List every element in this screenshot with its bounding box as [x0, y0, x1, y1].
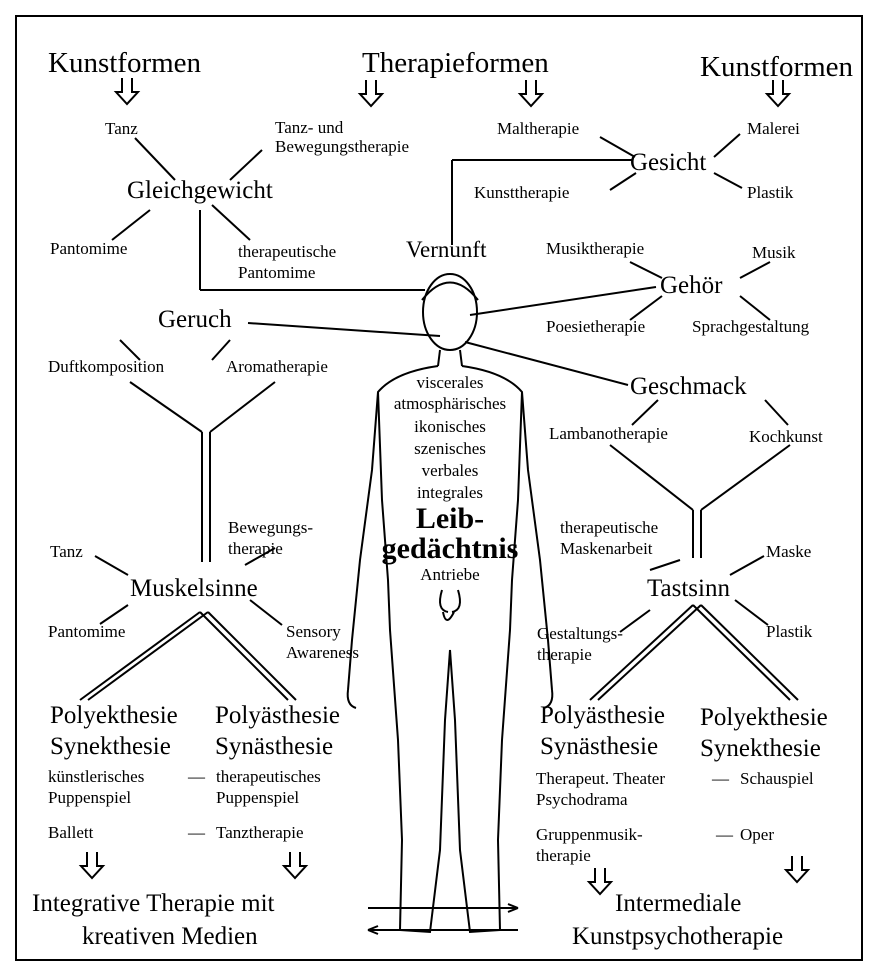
node-tastsinn: Tastsinn [647, 576, 730, 602]
br-theater: Therapeut. Theater [536, 770, 665, 788]
bl-tanztherapie: Tanztherapie [216, 824, 304, 842]
bl-polyaesthesie: Polyästhesie [215, 703, 340, 729]
arrow-down-icon [767, 80, 789, 106]
label-tanz-muscle: Tanz [50, 543, 83, 561]
header-kunstformen-right: Kunstformen [700, 52, 853, 82]
label-sensory: Sensory [286, 623, 341, 641]
label-kochkunst: Kochkunst [749, 428, 823, 446]
label-maske: Maske [766, 543, 811, 561]
node-geschmack: Geschmack [630, 374, 747, 400]
br-final-1: Intermediale [615, 891, 741, 917]
arrow-down-icon [360, 80, 382, 106]
label-duftkomposition: Duftkomposition [48, 358, 164, 376]
header-kunstformen-left: Kunstformen [48, 48, 201, 78]
br-gruppenmusik-therapie: therapie [536, 847, 591, 865]
label-bewegungstherapie: Bewegungstherapie [275, 138, 409, 156]
label-tanz: Tanz [105, 120, 138, 138]
label-maskenarbeit: Maskenarbeit [560, 540, 653, 558]
node-gesicht: Gesicht [630, 150, 706, 176]
node-gehoer: Gehör [660, 273, 722, 299]
arrow-down-icon [520, 80, 542, 106]
label-therapeutische: therapeutische [238, 243, 336, 261]
br-polyekthesie: Polyekthesie [700, 705, 828, 731]
bl-final-2: kreativen Medien [82, 924, 258, 950]
arrow-down-icon [786, 856, 808, 882]
body-verbales: verbales [380, 462, 520, 480]
label-bewegungs-therapie: therapie [228, 540, 283, 558]
bl-polyekthesie: Polyekthesie [50, 703, 178, 729]
body-leib: Leib- [380, 503, 520, 535]
label-awareness: Awareness [286, 644, 359, 662]
label-kunsttherapie: Kunsttherapie [474, 184, 569, 202]
label-musiktherapie: Musiktherapie [546, 240, 644, 258]
node-gleichgewicht: Gleichgewicht [127, 178, 273, 204]
label-malerei: Malerei [747, 120, 800, 138]
label-sprachgestaltung: Sprachgestaltung [692, 318, 809, 336]
body-integrales: integrales [380, 484, 520, 502]
label-therapeutische-pantomime: Pantomime [238, 264, 315, 282]
header-therapieformen: Therapieformen [362, 48, 549, 78]
bl-synaesthesie: Synästhesie [215, 734, 333, 760]
label-lambanotherapie: Lambanotherapie [549, 425, 668, 443]
label-therapeutische-masken: therapeutische [560, 519, 658, 537]
body-viscerales: viscerales [380, 374, 520, 392]
label-pantomime-muscle: Pantomime [48, 623, 125, 641]
label-tanz-und: Tanz- und [275, 119, 343, 137]
node-vernunft: Vernunft [406, 238, 486, 262]
label-poesietherapie: Poesietherapie [546, 318, 645, 336]
br-synaesthesie: Synästhesie [540, 734, 658, 760]
bl-puppenspiel-1: Puppenspiel [48, 789, 131, 807]
bl-final-1: Integrative Therapie mit [32, 891, 275, 917]
bl-dash-1: — [188, 768, 205, 786]
body-antriebe: Antriebe [380, 566, 520, 584]
bl-dash-2: — [188, 824, 205, 842]
bl-therapeutisches: therapeutisches [216, 768, 321, 786]
label-bewegungs: Bewegungs- [228, 519, 313, 537]
label-plastik-bottom: Plastik [766, 623, 812, 641]
body-gedaechtnis: gedächtnis [370, 533, 530, 565]
bl-ballett: Ballett [48, 824, 93, 842]
label-aromatherapie: Aromatherapie [226, 358, 328, 376]
body-ikonisches: ikonisches [380, 418, 520, 436]
arrow-down-icon [81, 852, 103, 878]
br-final-2: Kunstpsychotherapie [572, 924, 783, 950]
br-dash-2: — [716, 826, 733, 844]
br-gruppenmusik: Gruppenmusik- [536, 826, 643, 844]
body-atmosphaerisches: atmosphärisches [370, 395, 530, 413]
node-geruch: Geruch [158, 307, 232, 333]
bl-kuenstlerisches: künstlerisches [48, 768, 144, 786]
arrow-down-icon [116, 78, 138, 104]
bl-synekthesie: Synekthesie [50, 734, 171, 760]
node-muskelsinne: Muskelsinne [130, 576, 258, 602]
br-schauspiel: Schauspiel [740, 770, 814, 788]
br-oper: Oper [740, 826, 774, 844]
br-dash-1: — [712, 770, 729, 788]
label-gestaltungs: Gestaltungs- [537, 625, 623, 643]
arrow-down-icon [284, 852, 306, 878]
label-maltherapie: Maltherapie [497, 120, 579, 138]
br-polyaesthesie: Polyästhesie [540, 703, 665, 729]
label-musik: Musik [752, 244, 795, 262]
bl-puppenspiel-2: Puppenspiel [216, 789, 299, 807]
br-synekthesie: Synekthesie [700, 736, 821, 762]
br-psychodrama: Psychodrama [536, 791, 628, 809]
arrow-down-icon [589, 868, 611, 894]
label-gestaltungs-therapie: therapie [537, 646, 592, 664]
body-szenisches: szenisches [380, 440, 520, 458]
label-pantomime: Pantomime [50, 240, 127, 258]
label-plastik-top: Plastik [747, 184, 793, 202]
